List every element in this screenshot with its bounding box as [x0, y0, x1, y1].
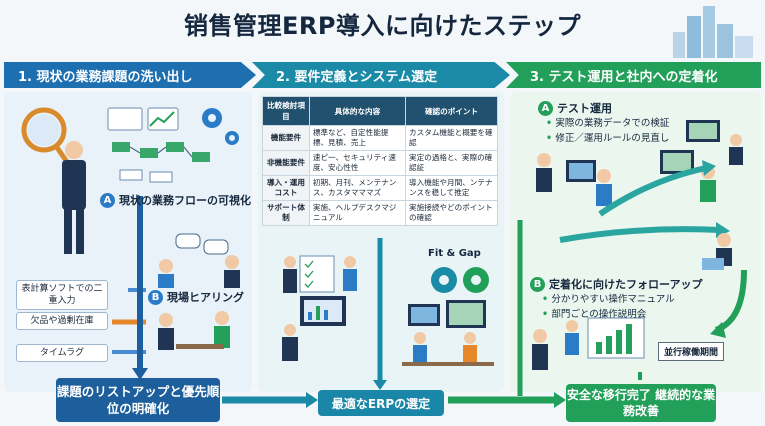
analyst-with-magnifier-icon: [21, 107, 86, 254]
marker-a-icon: A: [538, 100, 553, 116]
step3-outcome: 安全な移行完了 継続的な業務改善: [566, 384, 716, 422]
workflow-diagram-icon: [107, 107, 239, 183]
team-at-monitors-icon: [402, 300, 494, 366]
step3-a-label: A テスト運用: [538, 100, 612, 116]
table-header: 確認のポイント: [405, 96, 498, 126]
hearing-meeting-icon: [158, 233, 240, 350]
analysis-screen-icon: [282, 296, 346, 361]
step1-a-label: A 現状の業務フローの可視化: [100, 192, 251, 208]
table-row: 機能要件 標準など、自定性能提標、見積、売上 カスタム機能と概要を確認: [262, 125, 498, 151]
marker-b-icon: B: [148, 289, 163, 305]
step2-banner: 2. 要件定義とシステム選定: [252, 62, 510, 88]
step3-b-list: 分かりやすい操作マニュアル 部門ごとの操作説明会: [542, 292, 675, 322]
step3-a-list: 実際の業務データでの検証 修正／運用ルールの見直し: [546, 116, 669, 146]
comparison-table: 比較検討項目 具体的な内容 確認のポイント 機能要件 標準など、自定性能提標、見…: [262, 96, 498, 226]
table-header: 具体的な内容: [308, 96, 407, 126]
issue-item: 表計算ソフトでの二重入力: [16, 280, 108, 310]
step1-banner: 1. 現状の業務課題の洗い出し: [4, 62, 256, 88]
presentation-board-icon: [283, 255, 357, 293]
city-skyline-icon: [673, 6, 753, 58]
table-header: 比較検討項目: [262, 96, 310, 126]
issue-item: タイムラグ: [16, 344, 108, 362]
marker-b-icon: B: [530, 276, 545, 292]
page-title: 销售管理ERP導入に向けたステップ: [184, 12, 581, 40]
list-item: 部門ごとの操作説明会: [542, 307, 675, 322]
list-item: 分かりやすい操作マニュアル: [542, 292, 674, 307]
marker-a-icon: A: [100, 192, 115, 208]
follow-up-training-icon: [532, 317, 645, 370]
laptop-user-icon: [702, 233, 732, 270]
step2-outcome: 最適なERPの選定: [318, 390, 444, 416]
gear-icon: [431, 267, 489, 293]
issue-item: 欠品や過剰在庫: [16, 312, 108, 330]
step3-b-label: B 定着化に向けたフォローアップ: [530, 276, 703, 292]
step3-banner: 3. テスト運用と社内への定着化: [506, 62, 761, 88]
table-row: 導入・運用コスト 初期、月刊、メンテナンス、カスタマママズ 導入機能や月間、ンテ…: [262, 175, 498, 201]
step1-b-label: B 現場ヒアリング: [148, 289, 244, 305]
parallel-run-label: 並行稼働期間: [658, 342, 725, 361]
table-row: サポート体制 実施、ヘルプデスクマジニュアル 実施接続やどのポイントの確認: [262, 200, 498, 226]
list-item: 実際の業務データでの検証: [546, 116, 669, 131]
step1-outcome: 課題のリストアップと優先順位の明確化: [56, 378, 220, 422]
list-item: 修正／運用ルールの見直し: [546, 131, 669, 146]
fit-gap-label: Fit & Gap: [428, 248, 481, 259]
table-row: 非機能要件 速ピ一、セキュリティ速度、安心性性 実定の過格と、実際の確認証: [262, 150, 498, 176]
